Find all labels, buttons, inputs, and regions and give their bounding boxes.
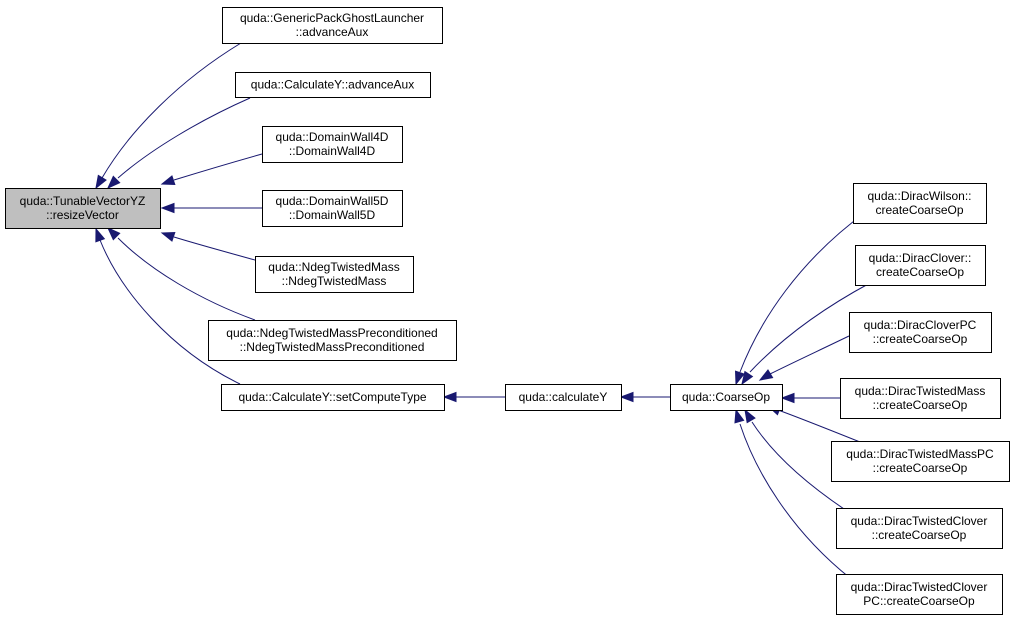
arrowhead-ndtm-to-tvyz (160, 231, 176, 242)
node-label-dw5d-line-1: ::DomainWall5D (289, 208, 376, 222)
node-label-dtcpc-line-1: PC::createCoarseOp (863, 594, 975, 608)
node-box-gpgl (222, 7, 443, 44)
arrowhead-dw4d-to-tvyz (160, 175, 176, 186)
node-cysct[interactable]: quda::CalculateY::setComputeType (221, 384, 445, 411)
node-cyaa[interactable]: quda::CalculateY::advanceAux (235, 72, 431, 98)
arrowhead-dclopc-to-cop (758, 369, 774, 381)
node-label-dtcpc-line-0: quda::DiracTwistedClover (851, 580, 988, 594)
node-label-tvyz-line-0: quda::TunableVectorYZ (20, 194, 146, 208)
node-box-dclopc (849, 312, 992, 353)
node-box-dtc (836, 508, 1003, 549)
node-label-caly-line-0: quda::calculateY (519, 390, 608, 404)
node-ndtmp[interactable]: quda::NdegTwistedMassPreconditioned::Nde… (208, 320, 457, 361)
node-dclopc[interactable]: quda::DiracCloverPC::createCoarseOp (849, 312, 992, 353)
node-box-dw4d (262, 126, 403, 163)
node-label-dclo-line-1: createCoarseOp (876, 265, 964, 279)
node-caly[interactable]: quda::calculateY (505, 384, 622, 411)
node-dtmpc[interactable]: quda::DiracTwistedMassPC::createCoarseOp (831, 441, 1010, 482)
node-label-dw4d-line-1: ::DomainWall4D (289, 144, 376, 158)
node-label-dtc-line-1: ::createCoarseOp (872, 528, 967, 542)
edge-dtc-to-cop (751, 421, 851, 514)
node-label-gpgl-line-1: ::advanceAux (296, 25, 369, 39)
nodes-layer: quda::TunableVectorYZ::resizeVectorquda:… (5, 7, 1010, 615)
arrowhead-cyaa-to-tvyz (106, 175, 121, 190)
node-box-dtm (840, 378, 1001, 419)
edge-dclopc-to-cop (769, 335, 850, 375)
arrowhead-gpgl-to-tvyz (95, 174, 107, 190)
node-dclo[interactable]: quda::DiracClover::createCoarseOp (855, 245, 986, 286)
node-dwil[interactable]: quda::DiracWilson::createCoarseOp (853, 183, 987, 224)
node-box-cyaa (235, 72, 431, 98)
node-label-ndtmp-line-1: ::NdegTwistedMassPreconditioned (240, 340, 425, 354)
arrowhead-dtcpc-to-cop (734, 408, 745, 424)
node-label-dtmpc-line-1: ::createCoarseOp (873, 461, 968, 475)
node-box-tvyz (5, 188, 161, 229)
node-ndtm[interactable]: quda::NdegTwistedMass::NdegTwistedMass (255, 256, 414, 293)
edge-cysct-to-tvyz (99, 239, 241, 385)
node-box-caly (505, 384, 622, 411)
edge-dwil-to-cop (739, 211, 867, 373)
edge-cyaa-to-tvyz (117, 97, 251, 179)
node-label-dw5d-line-0: quda::DomainWall5D (276, 194, 389, 208)
node-dw4d[interactable]: quda::DomainWall4D::DomainWall4D (262, 126, 403, 163)
node-box-cop (670, 384, 783, 411)
node-box-dtcpc (836, 574, 1003, 615)
node-label-dwil-line-1: createCoarseOp (875, 203, 963, 217)
node-box-cysct (221, 384, 445, 411)
node-label-tvyz-line-1: ::resizeVector (46, 208, 119, 222)
node-label-dclo-line-0: quda::DiracClover:: (869, 251, 972, 265)
arrowhead-dw5d-to-tvyz (160, 202, 175, 214)
arrowhead-ndtmp-to-tvyz (106, 226, 121, 241)
edge-ndtm-to-tvyz (173, 236, 263, 263)
node-label-cyaa-line-0: quda::CalculateY::advanceAux (251, 78, 414, 92)
node-label-dtm-line-1: ::createCoarseOp (873, 398, 968, 412)
node-label-cysct-line-0: quda::CalculateY::setComputeType (238, 390, 426, 404)
edges-layer (95, 42, 871, 579)
node-label-dtm-line-0: quda::DiracTwistedMass (855, 384, 986, 398)
node-label-ndtm-line-0: quda::NdegTwistedMass (268, 260, 399, 274)
node-box-ndtm (255, 256, 414, 293)
node-cop[interactable]: quda::CoarseOp (670, 384, 783, 411)
node-label-dtmpc-line-0: quda::DiracTwistedMassPC (846, 447, 994, 461)
node-label-dclopc-line-1: ::createCoarseOp (873, 332, 968, 346)
edge-dtmpc-to-cop (777, 409, 861, 443)
node-label-dclopc-line-0: quda::DiracCloverPC (864, 318, 977, 332)
edge-ndtmp-to-tvyz (117, 237, 256, 321)
node-label-ndtm-line-1: ::NdegTwistedMass (282, 274, 387, 288)
arrowhead-dtc-to-cop (744, 408, 756, 424)
node-gpgl[interactable]: quda::GenericPackGhostLauncher::advanceA… (222, 7, 443, 44)
node-label-dtc-line-0: quda::DiracTwistedClover (851, 514, 988, 528)
node-dtc[interactable]: quda::DiracTwistedClover::createCoarseOp (836, 508, 1003, 549)
edge-dclo-to-cop (749, 282, 871, 373)
edge-gpgl-to-tvyz (101, 42, 242, 179)
arrowhead-dtm-to-cop (780, 392, 795, 404)
node-box-ndtmp (208, 320, 457, 361)
arrowhead-dwil-to-cop (734, 370, 745, 386)
node-label-ndtmp-line-0: quda::NdegTwistedMassPreconditioned (226, 326, 437, 340)
node-dw5d[interactable]: quda::DomainWall5D::DomainWall5D (262, 190, 403, 227)
node-box-dtmpc (831, 441, 1010, 482)
node-dtcpc[interactable]: quda::DiracTwistedCloverPC::createCoarse… (836, 574, 1003, 615)
node-label-dwil-line-0: quda::DiracWilson:: (867, 189, 971, 203)
node-label-cop-line-0: quda::CoarseOp (682, 390, 770, 404)
edge-dw4d-to-tvyz (173, 153, 263, 181)
node-tvyz[interactable]: quda::TunableVectorYZ::resizeVector (5, 188, 161, 229)
node-dtm[interactable]: quda::DiracTwistedMass::createCoarseOp (840, 378, 1001, 419)
arrowhead-caly-to-cysct (442, 391, 457, 403)
arrowhead-cysct-to-tvyz (95, 227, 106, 243)
node-label-gpgl-line-0: quda::GenericPackGhostLauncher (240, 11, 424, 25)
node-label-dw4d-line-0: quda::DomainWall4D (276, 130, 389, 144)
node-box-dw5d (262, 190, 403, 227)
node-box-dclo (855, 245, 986, 286)
arrowhead-cop-to-caly (619, 391, 634, 403)
edge-dtcpc-to-cop (739, 423, 851, 579)
arrowhead-dclo-to-cop (741, 370, 754, 386)
node-box-dwil (853, 183, 987, 224)
